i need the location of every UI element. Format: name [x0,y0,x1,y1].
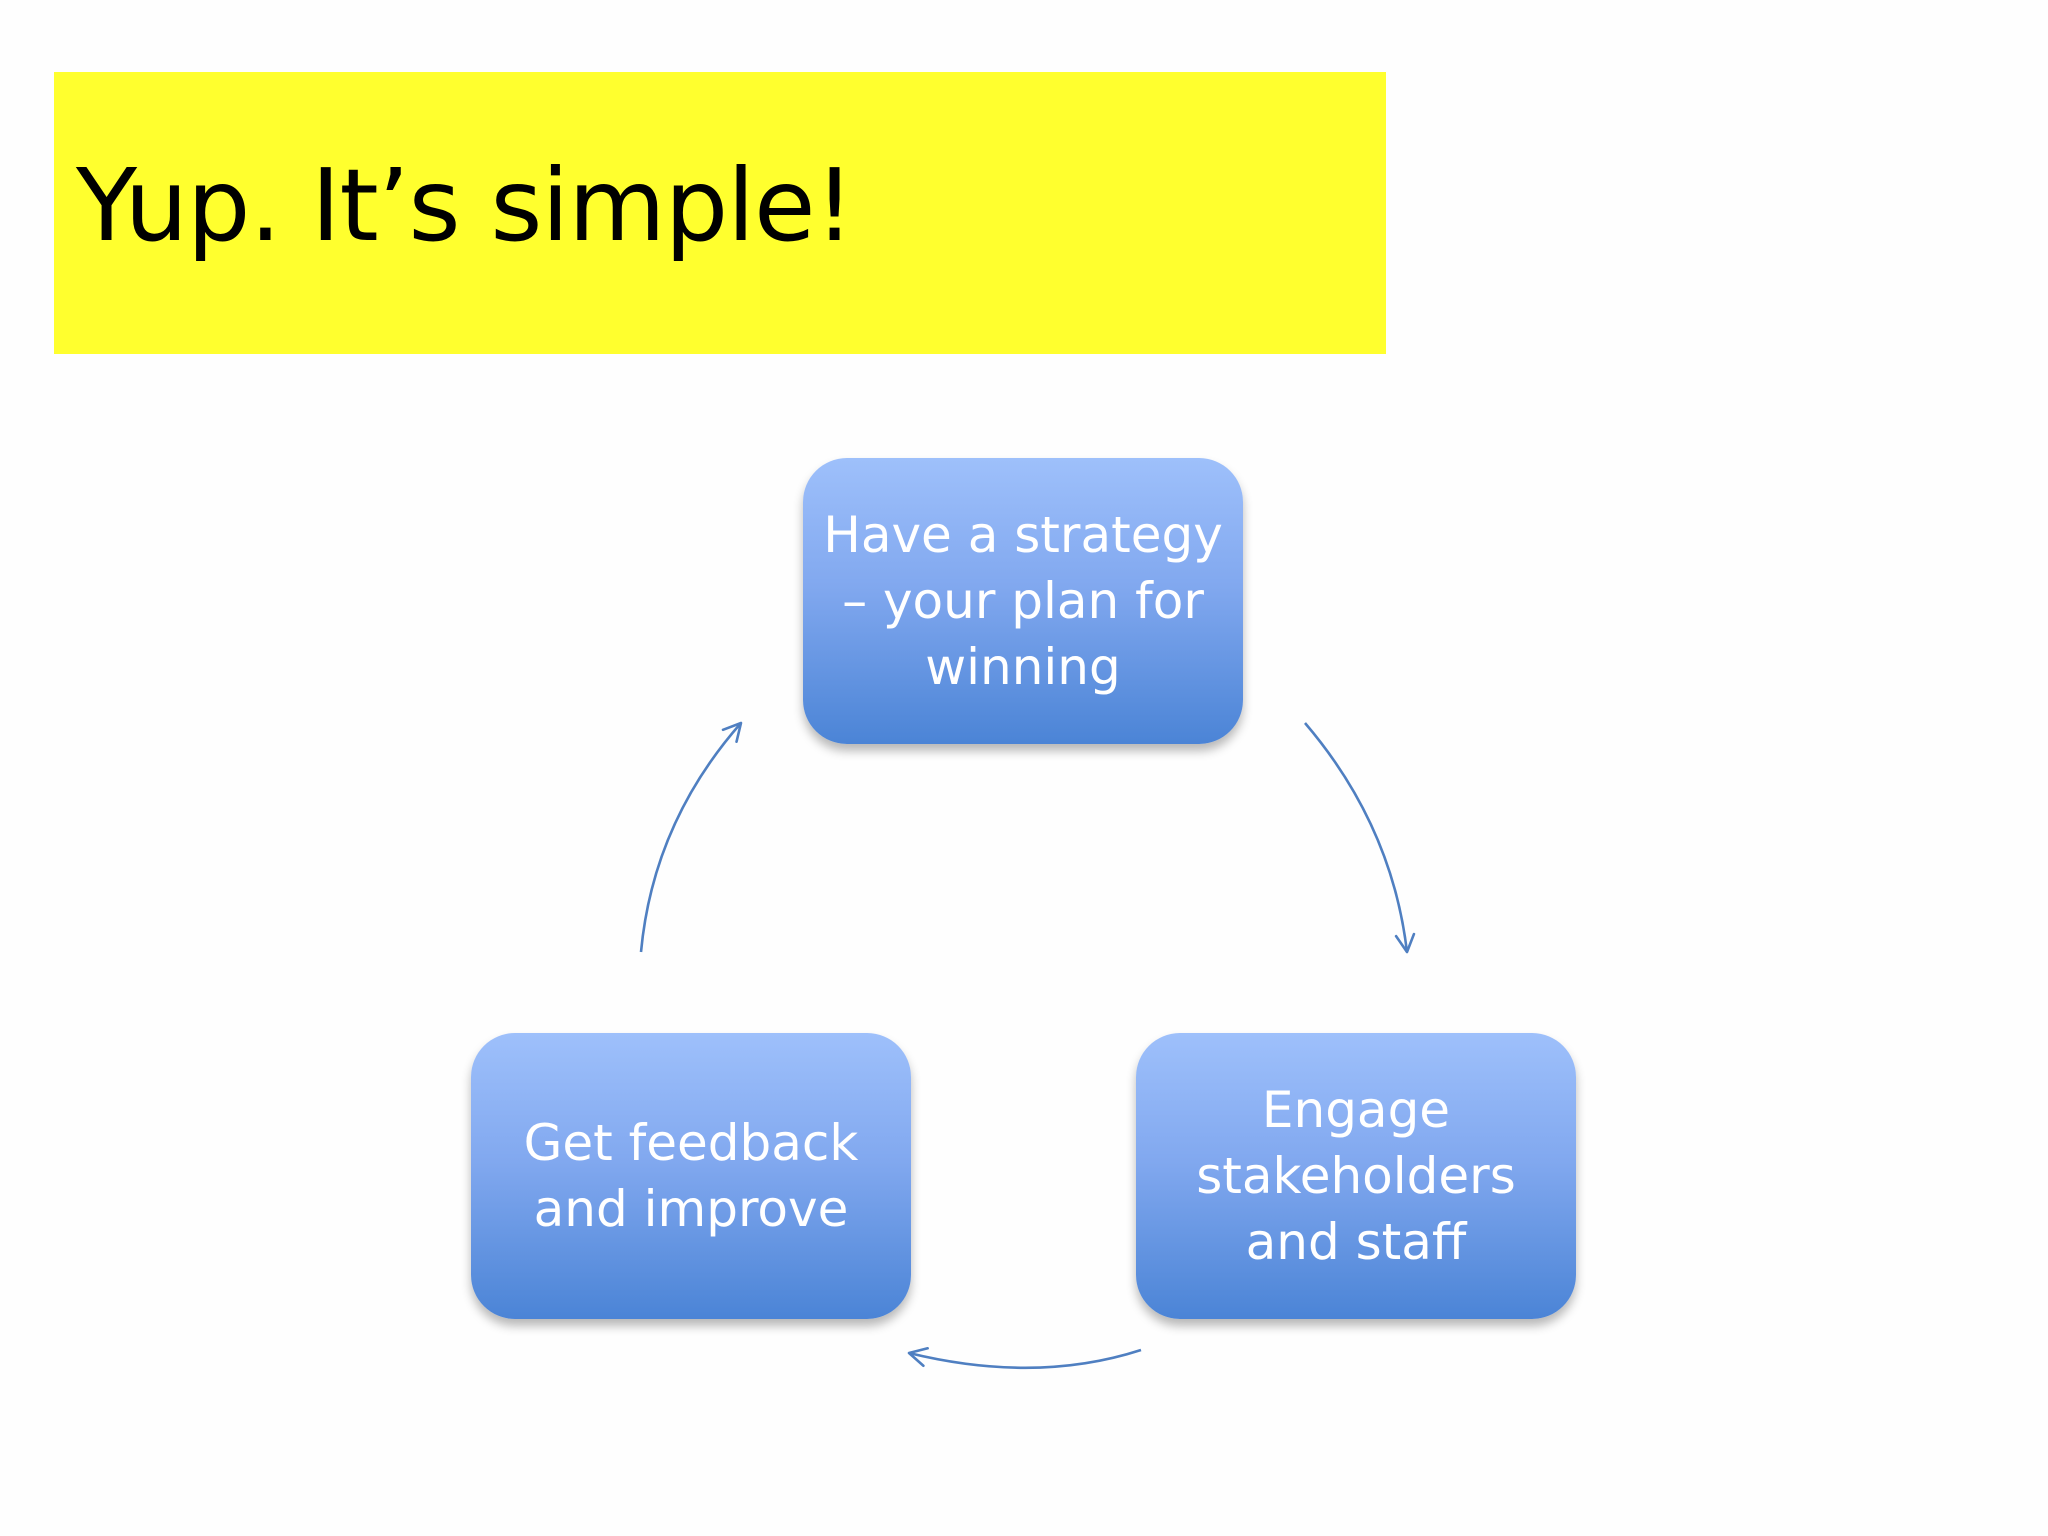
cycle-node-engage-label: Engage stakeholders and staff [1196,1081,1516,1271]
slide-title: Yup. It’s simple! [76,147,855,264]
arrow-engage-to-feedback [907,1346,1142,1370]
cycle-node-feedback: Get feedback and improve [471,1033,911,1319]
arrow-strategy-to-engage [1304,722,1416,954]
cycle-node-strategy-label: Have a strategy – your plan for winning [823,506,1223,696]
arrow-feedback-to-strategy [639,721,743,953]
title-banner: Yup. It’s simple! [54,72,1386,354]
cycle-node-engage: Engage stakeholders and staff [1136,1033,1576,1319]
cycle-node-feedback-label: Get feedback and improve [523,1114,859,1238]
cycle-node-strategy: Have a strategy – your plan for winning [803,458,1243,744]
